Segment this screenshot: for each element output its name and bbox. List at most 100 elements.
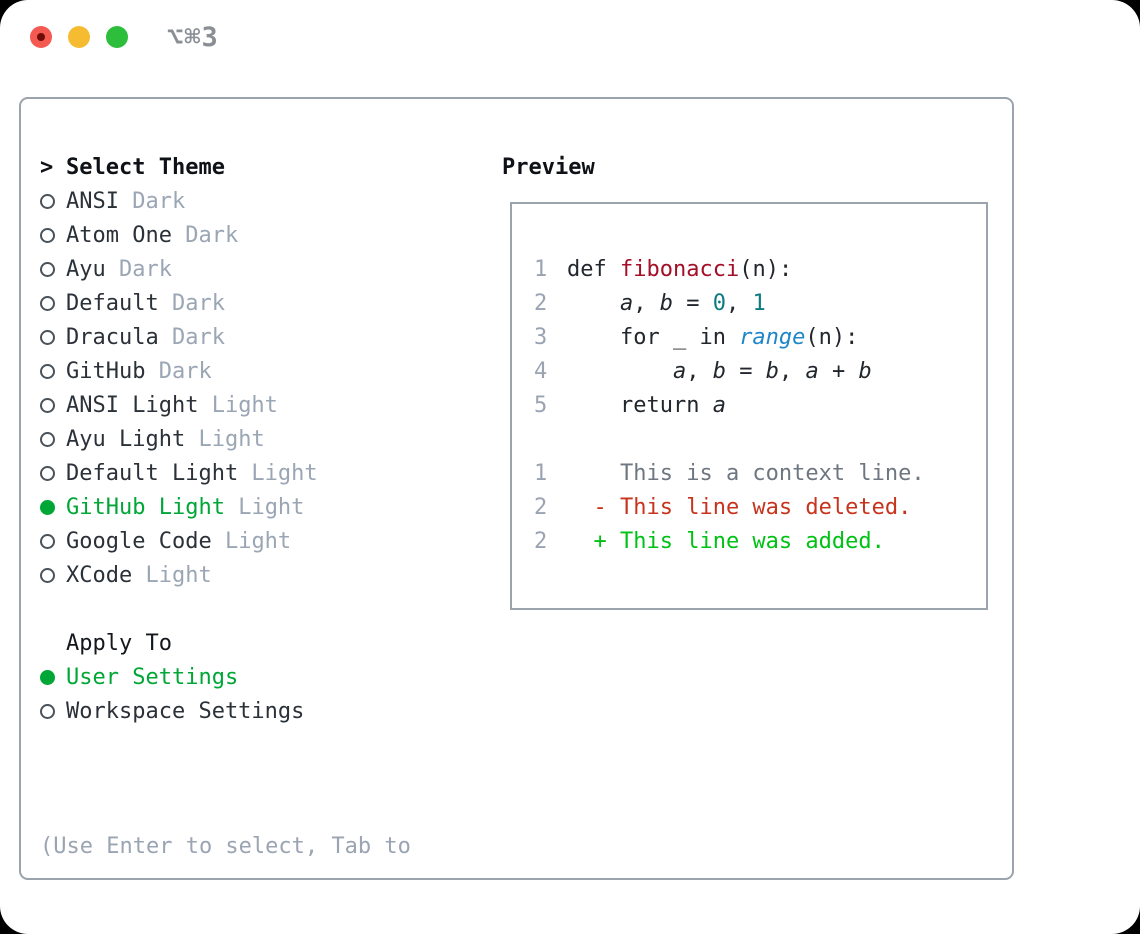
code-segment-code: b bbox=[712, 358, 726, 384]
code-segment-code: (n): bbox=[805, 324, 859, 350]
theme-variant-tag: Light bbox=[211, 528, 292, 554]
theme-variant-tag: Dark bbox=[158, 324, 225, 350]
theme-item[interactable]: Ayu Light Light bbox=[40, 422, 490, 456]
theme-variant-tag: Light bbox=[198, 392, 278, 418]
spacer bbox=[40, 592, 490, 626]
code-segment-code: def bbox=[567, 256, 620, 282]
code-segment-code: b bbox=[858, 358, 872, 384]
line-number: 4 bbox=[534, 358, 548, 384]
line-number: 2 bbox=[534, 528, 548, 554]
minimize-button[interactable] bbox=[68, 26, 90, 48]
code-segment-code: = bbox=[725, 358, 766, 384]
theme-item-label: ANSI bbox=[66, 188, 119, 214]
code-segment-code: (n): bbox=[739, 256, 793, 282]
title-bar: ⌥⌘3 bbox=[0, 0, 1140, 74]
select-theme-header: > Select Theme bbox=[40, 150, 490, 184]
radio-icon bbox=[40, 295, 66, 311]
code-segment-code: + bbox=[818, 358, 859, 384]
theme-item[interactable]: XCode Light bbox=[40, 558, 490, 592]
theme-variant-tag: Light bbox=[132, 562, 212, 588]
apply-target-item[interactable]: Workspace Settings bbox=[40, 694, 490, 728]
code-line: 2 a, b = 0, 1 bbox=[534, 286, 925, 320]
apply-to-header-label: Apply To bbox=[66, 630, 172, 656]
theme-item[interactable]: Default Light Light bbox=[40, 456, 490, 490]
code-segment-context: This is a context line. bbox=[567, 460, 925, 486]
code-line: 1 def fibonacci(n): bbox=[534, 252, 925, 286]
code-segment-function: fibonacci bbox=[619, 256, 740, 282]
theme-variant-tag: Dark bbox=[158, 290, 225, 316]
diff-line: 2 + This line was added. bbox=[534, 524, 925, 558]
code-line: 5 return a bbox=[534, 388, 925, 422]
radio-icon bbox=[40, 363, 66, 379]
keyboard-hint: (Use Enter to select, Tab to change focu… bbox=[40, 762, 490, 934]
theme-variant-tag: Light bbox=[185, 426, 265, 452]
radio-selected-icon bbox=[40, 499, 66, 515]
theme-item-label: Ayu Light bbox=[66, 426, 186, 452]
radio-icon bbox=[40, 227, 66, 243]
keyboard-hint-line1: (Use Enter to select, Tab to bbox=[40, 834, 411, 859]
theme-item-label: Default bbox=[66, 290, 159, 316]
theme-item-label: XCode bbox=[66, 562, 133, 588]
code-segment-number: 1 bbox=[752, 290, 766, 316]
line-number: 1 bbox=[534, 460, 548, 486]
code-segment-code: return bbox=[567, 392, 713, 418]
radio-icon bbox=[40, 533, 66, 549]
theme-item[interactable]: GitHub Light Light bbox=[40, 490, 490, 524]
code-segment-added: + This line was added. bbox=[567, 528, 885, 554]
radio-icon bbox=[40, 703, 66, 719]
diff-line: 1 This is a context line. bbox=[534, 456, 925, 490]
theme-variant-tag: Dark bbox=[145, 358, 212, 384]
window-shortcut-label: ⌥⌘3 bbox=[167, 22, 219, 53]
spacer bbox=[40, 728, 490, 762]
code-segment-code: a bbox=[672, 358, 687, 384]
line-number: 1 bbox=[534, 256, 548, 282]
theme-variant-tag: Light bbox=[238, 460, 318, 486]
code-segment-builtin: range bbox=[739, 324, 806, 350]
theme-item[interactable]: Ayu Dark bbox=[40, 252, 490, 286]
apply-target-item[interactable]: User Settings bbox=[40, 660, 490, 694]
code-segment-code: for _ in bbox=[567, 324, 740, 350]
code-segment-code: a bbox=[619, 290, 634, 316]
code-segment-code bbox=[567, 359, 673, 384]
zoom-button[interactable] bbox=[106, 26, 128, 48]
preview-header: Preview bbox=[502, 150, 595, 184]
theme-item-label: Default Light bbox=[66, 460, 239, 486]
preview-header-label: Preview bbox=[502, 154, 595, 180]
theme-item[interactable]: Atom One Dark bbox=[40, 218, 490, 252]
code-segment-code: , bbox=[778, 358, 806, 384]
theme-variant-tag: Dark bbox=[105, 256, 172, 282]
theme-item-label: GitHub bbox=[66, 358, 146, 384]
theme-item-label: Google Code bbox=[66, 528, 212, 554]
line-number: 5 bbox=[534, 392, 548, 418]
code-segment-code: = bbox=[672, 290, 713, 316]
select-theme-header-label: Select Theme bbox=[66, 154, 225, 180]
diff-line: 2 - This line was deleted. bbox=[534, 490, 925, 524]
theme-variant-tag: Dark bbox=[171, 222, 239, 248]
code-segment-code: a bbox=[805, 358, 819, 384]
theme-item[interactable]: Default Dark bbox=[40, 286, 490, 320]
theme-item-label: Ayu bbox=[66, 256, 106, 282]
theme-item-label: Dracula bbox=[66, 324, 159, 350]
apply-target-item-label: User Settings bbox=[66, 664, 239, 690]
code-segment-code: , bbox=[633, 290, 660, 316]
theme-item[interactable]: ANSI Dark bbox=[40, 184, 490, 218]
theme-item[interactable]: ANSI Light Light bbox=[40, 388, 490, 422]
theme-variant-tag: Dark bbox=[118, 188, 186, 214]
line-number: 3 bbox=[534, 324, 548, 350]
code-segment-number: 0 bbox=[712, 290, 726, 316]
theme-item[interactable]: Dracula Dark bbox=[40, 320, 490, 354]
close-button[interactable] bbox=[30, 26, 52, 48]
radio-icon bbox=[40, 397, 66, 413]
radio-icon bbox=[40, 329, 66, 345]
theme-item[interactable]: GitHub Dark bbox=[40, 354, 490, 388]
radio-icon bbox=[40, 193, 66, 209]
radio-icon bbox=[40, 261, 66, 277]
theme-item[interactable]: Google Code Light bbox=[40, 524, 490, 558]
